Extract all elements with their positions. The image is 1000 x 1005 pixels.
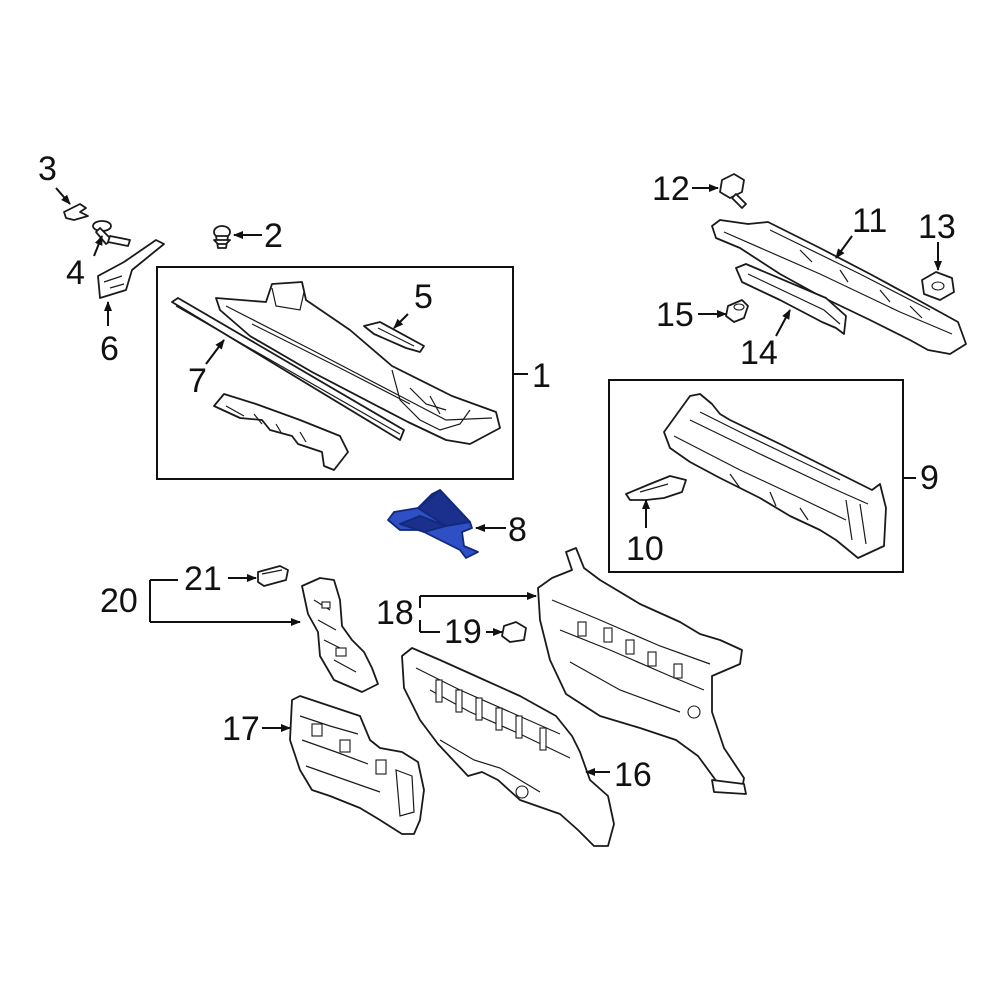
callout-14: 14 xyxy=(740,334,778,372)
callout-13: 13 xyxy=(918,208,956,246)
cowl-lower-seal[interactable] xyxy=(213,393,349,471)
part-15-clip[interactable] xyxy=(725,299,749,323)
part-16-insulator[interactable] xyxy=(401,647,615,847)
callout-7: 7 xyxy=(188,362,207,400)
callout-3: 3 xyxy=(38,150,57,188)
callout-10: 10 xyxy=(626,530,664,568)
callout-labels: 3 2 4 6 5 7 1 8 9 10 11 12 13 14 15 16 1… xyxy=(38,150,956,794)
callout-5: 5 xyxy=(414,278,433,316)
part-6-bracket[interactable] xyxy=(97,239,165,299)
part-18-dash-panel[interactable] xyxy=(537,547,747,795)
callout-18: 18 xyxy=(376,594,414,632)
callout-12: 12 xyxy=(652,170,690,208)
part-4-screw[interactable] xyxy=(92,220,131,247)
callout-9: 9 xyxy=(920,459,939,497)
leader-lines xyxy=(55,184,942,776)
part-17-insulator[interactable] xyxy=(289,695,425,835)
part-8-bracket-highlighted[interactable] xyxy=(387,489,479,559)
part-5-retainer[interactable] xyxy=(363,321,425,353)
part-10-bracket[interactable] xyxy=(625,475,687,501)
callout-6: 6 xyxy=(100,330,119,368)
assembly-box-9 xyxy=(608,379,904,573)
callout-1: 1 xyxy=(532,357,551,395)
callout-2: 2 xyxy=(264,217,283,255)
cowl-top-panel[interactable] xyxy=(215,281,501,445)
callout-4: 4 xyxy=(66,254,85,292)
part-14-panel[interactable] xyxy=(735,263,847,335)
callout-21: 21 xyxy=(184,560,222,598)
part-12-bolt[interactable] xyxy=(719,173,747,209)
callout-17: 17 xyxy=(222,710,260,748)
part-2-push-clip[interactable] xyxy=(213,225,231,249)
callout-16: 16 xyxy=(614,756,652,794)
callout-20: 20 xyxy=(100,582,138,620)
part-9-cowl-panel[interactable] xyxy=(663,393,887,559)
part-3-clip[interactable] xyxy=(63,203,89,221)
part-19-clip[interactable] xyxy=(501,621,527,643)
part-20-insulator[interactable] xyxy=(301,577,379,693)
part-11-cowl-panel[interactable] xyxy=(711,219,967,355)
part-7-weatherstrip[interactable] xyxy=(171,297,405,441)
callout-11: 11 xyxy=(852,202,887,240)
part-21-clip[interactable] xyxy=(257,565,289,587)
part-13-nut[interactable] xyxy=(921,271,955,301)
callout-19: 19 xyxy=(444,613,482,651)
callout-15: 15 xyxy=(656,296,694,334)
callout-8: 8 xyxy=(508,511,527,549)
